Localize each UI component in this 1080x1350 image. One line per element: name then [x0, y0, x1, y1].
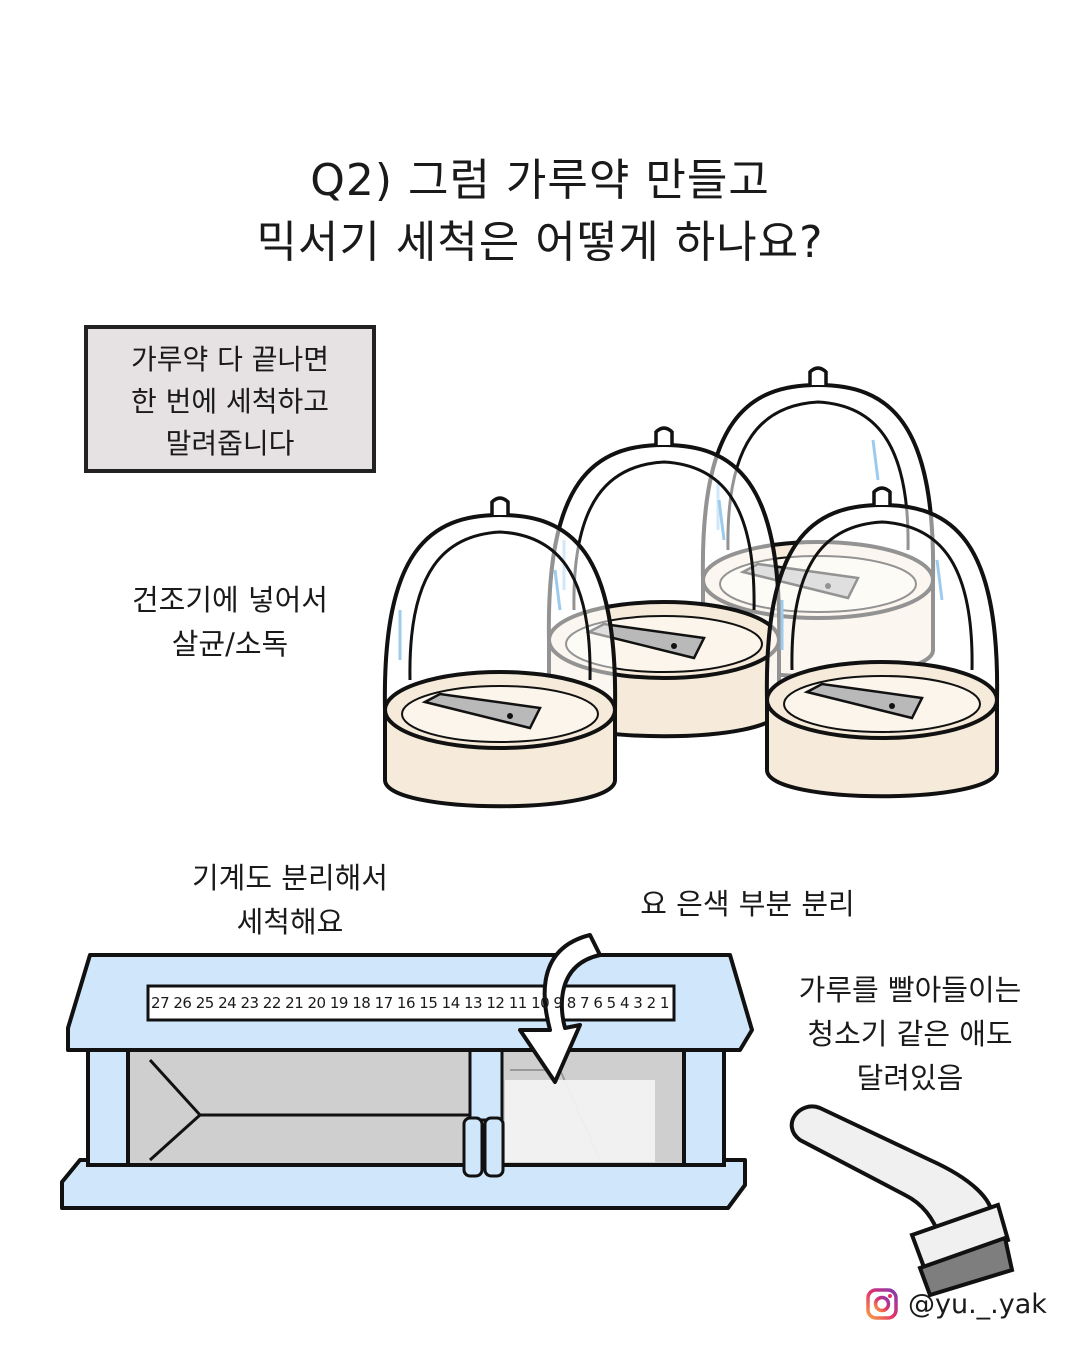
scale-numbers: 27 26 25 24 23 22 21 20 19 18 17 16 15 1… — [151, 994, 669, 1012]
dryer-caption: 건조기에 넣어서 살균/소독 — [105, 578, 355, 666]
machine-caption: 기계도 분리해서 세척해요 — [165, 856, 415, 944]
vacuum-caption-line-2: 청소기 같은 애도 — [807, 1017, 1013, 1051]
social-handle: @yu._.yak — [866, 1286, 1047, 1322]
vacuum-caption-line-1: 가루를 빨아들이는 — [798, 973, 1022, 1007]
note-box: 가루약 다 끝나면 한 번에 세척하고 말려줍니다 — [84, 325, 376, 473]
dryer-caption-line-2: 살균/소독 — [171, 627, 289, 661]
note-line-2: 한 번에 세척하고 — [130, 385, 330, 418]
machine-caption-line-2: 세척해요 — [236, 905, 344, 939]
note-line-1: 가루약 다 끝나면 — [130, 343, 330, 376]
arrow-icon — [518, 933, 602, 1084]
vacuum-caption-line-3: 달려있음 — [856, 1061, 964, 1095]
silver-part-caption-text: 요 은색 부분 분리 — [640, 887, 855, 921]
title-line-1: Q2) 그럼 가루약 만들고 — [310, 155, 770, 206]
vacuum-caption: 가루를 빨아들이는 청소기 같은 애도 달려있음 — [770, 968, 1050, 1100]
cup-front-right — [764, 486, 1000, 799]
instagram-icon — [866, 1288, 898, 1320]
handle-text: @yu._.yak — [908, 1288, 1047, 1320]
title-line-2: 믹서기 세척은 어떻게 하나요? — [256, 217, 824, 268]
cup-front-left — [382, 496, 618, 809]
note-line-3: 말려줍니다 — [165, 427, 295, 460]
page-title: Q2) 그럼 가루약 만들고 믹서기 세척은 어떻게 하나요? — [0, 150, 1080, 274]
dryer-caption-line-1: 건조기에 넣어서 — [132, 583, 328, 617]
machine-caption-line-1: 기계도 분리해서 — [192, 861, 388, 895]
silver-part-caption: 요 은색 부분 분리 — [615, 882, 880, 926]
vacuum-nozzle — [789, 1104, 1015, 1298]
